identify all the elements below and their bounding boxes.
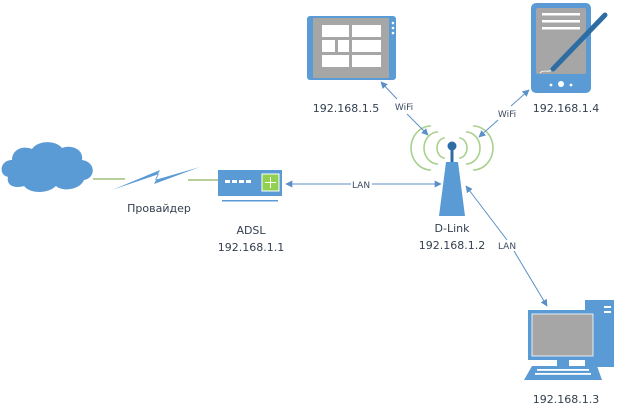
internet-cloud-icon xyxy=(1,142,93,192)
link-router-pda-bottom xyxy=(478,119,499,138)
router-name: D-Link xyxy=(435,222,471,235)
pc-ip: 192.168.1.3 xyxy=(533,393,599,406)
tablet-ip: 192.168.1.5 xyxy=(313,102,379,115)
pda-ip: 192.168.1.4 xyxy=(533,102,599,115)
link-router-tablet-label: WiFi xyxy=(395,103,413,113)
link-router-pc-bottom xyxy=(513,250,548,307)
pda-icon xyxy=(531,3,608,93)
adsl-name: ADSL xyxy=(236,224,266,237)
router-ip: 192.168.1.2 xyxy=(419,239,485,252)
adsl-ip: 192.168.1.1 xyxy=(218,241,284,254)
router-access-point-icon xyxy=(410,125,494,216)
lightning-bolt-icon xyxy=(112,167,200,190)
adsl-modem-icon xyxy=(218,170,282,202)
link-router-pc-top xyxy=(465,185,508,241)
link-router-tablet-top xyxy=(380,81,398,100)
desktop-computer-icon xyxy=(524,300,614,380)
link-adsl-router-label: LAN xyxy=(352,181,370,191)
link-router-pc-label: LAN xyxy=(498,242,516,252)
link-router-tablet-bottom xyxy=(406,113,429,136)
link-router-pda-top xyxy=(510,89,530,107)
provider-label: Провайдер xyxy=(127,202,191,215)
link-router-pda-label: WiFi xyxy=(498,110,516,120)
tablet-icon xyxy=(307,16,396,80)
